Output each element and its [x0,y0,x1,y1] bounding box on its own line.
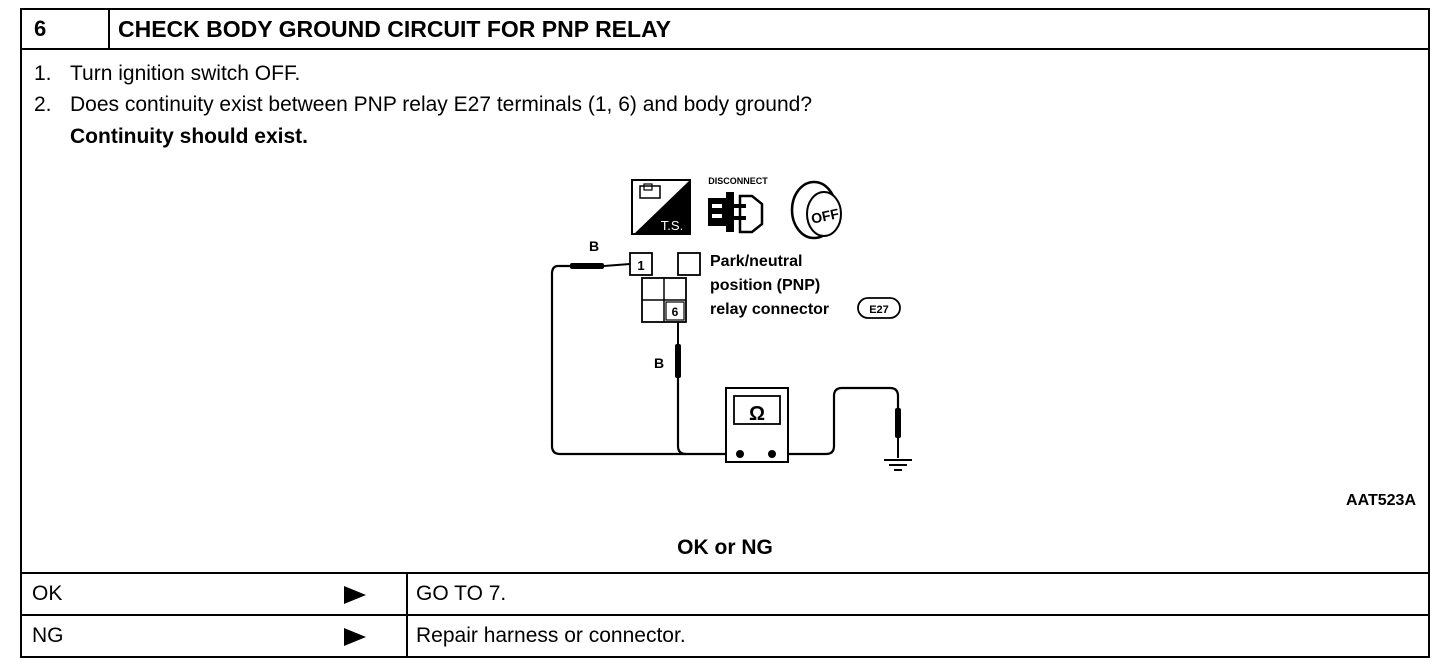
connector-label-line1: Park/neutral [710,253,802,270]
inspection-procedure-table: 6 CHECK BODY GROUND CIRCUIT FOR PNP RELA… [20,8,1430,658]
ignition-off-icon: OFF [790,180,842,240]
wire-left [550,264,740,456]
off-label: OFF [810,205,841,227]
connector-label-line2: position (PNP) [710,277,820,294]
terminal-6-label: 6 [672,305,679,319]
connector-id: E27 [869,304,889,316]
connector-label-line3: relay connector [710,301,829,318]
procedure-header: 6 CHECK BODY GROUND CIRCUIT FOR PNP RELA… [22,10,1428,50]
result-prompt: OK or NG [677,536,773,559]
connector-id-badge [857,297,901,319]
probe-terminal-6 [675,322,681,378]
wire-color-bottom: B [654,355,664,371]
column-divider [406,616,408,656]
arrow-right-icon [344,586,366,604]
terminal-1-label: 1 [637,258,644,273]
step-text: Turn ignition switch OFF. [70,62,301,85]
step-index: 1. [34,62,52,85]
result-action: GO TO 7. [416,582,507,605]
result-key: NG [32,624,64,647]
disconnect-icon: DISCONNECT [708,176,768,234]
figure-id: AAT523A [1346,492,1416,509]
result-row-ng: NG Repair harness or connector. [22,614,1428,656]
ohmmeter: Ω [725,387,789,463]
probe-terminal-1 [570,263,631,269]
wiring-diagram: T.S. DISCONNECT OFF B B 1 [550,176,912,471]
ts-label: T.S. [661,218,683,233]
step-number: 6 [22,10,110,48]
ground-icon [884,408,912,471]
wire-right [772,386,900,456]
instruction-step-2: 2. Does continuity exist between PNP rela… [34,93,812,117]
disconnect-label: DISCONNECT [708,176,768,186]
result-key: OK [32,582,63,605]
tester-icon: T.S. [631,179,691,235]
procedure-title: CHECK BODY GROUND CIRCUIT FOR PNP RELAY [118,16,671,42]
result-row-ok: OK GO TO 7. [22,572,1428,614]
expected-condition: Continuity should exist. [70,125,309,148]
arrow-right-icon [344,628,366,646]
ohm-symbol: Ω [749,403,765,425]
pnp-relay-connector: 1 6 [629,252,701,323]
wire-middle [676,378,687,456]
wire-color-top: B [589,238,599,254]
step-text: Does continuity exist between PNP relay … [70,93,813,116]
step-index: 2. [34,93,52,116]
instruction-step-1: 1. Turn ignition switch OFF. [34,62,300,86]
column-divider [406,574,408,614]
result-action: Repair harness or connector. [416,624,686,647]
